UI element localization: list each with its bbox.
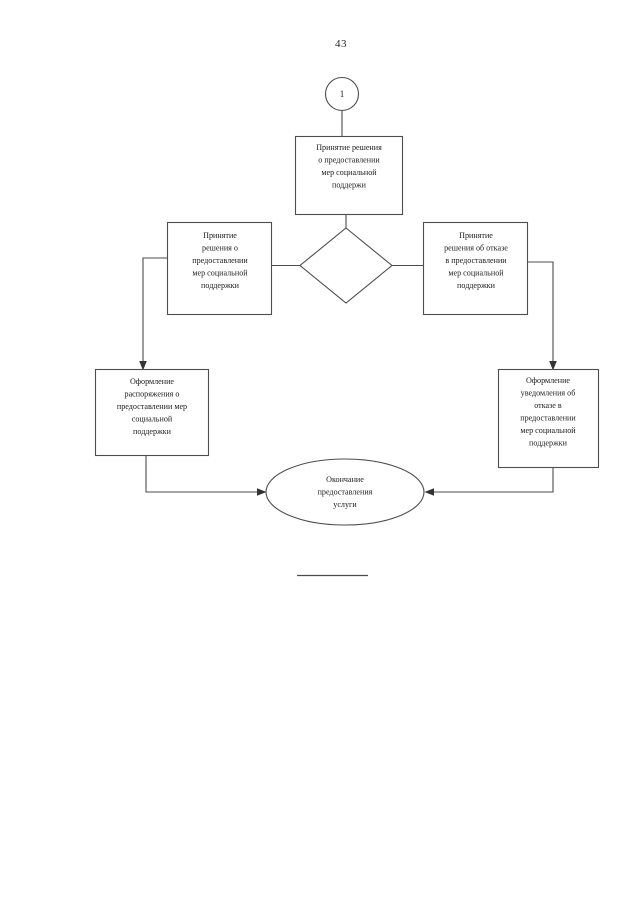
decision-gateway-diamond	[299, 227, 393, 304]
node-decision-grant: Принятие решения о предоставлении мер со…	[166, 221, 273, 316]
node-notice-refusal: Оформление уведомления об отказе в предо…	[497, 368, 600, 469]
edge-path	[145, 455, 258, 493]
decision-making-box	[294, 135, 404, 216]
edge-notice-refusal-to-end	[424, 467, 554, 496]
decision-making-line-3: мер социальной	[321, 168, 377, 177]
arrowhead-right	[257, 488, 267, 496]
edge-path	[142, 257, 168, 362]
decision-making-line-2: о предоставлении	[318, 155, 380, 164]
node-decision-making: Принятие решения о предоставлении мер со…	[294, 135, 404, 216]
arrowhead-down	[549, 361, 557, 371]
order-grant-line-4: социальной	[132, 414, 173, 423]
order-grant-line-2: распоряжения о	[125, 389, 180, 398]
notice-refusal-line-2: уведомления об	[521, 388, 576, 397]
decision-refusal-box	[422, 221, 529, 316]
notice-refusal-line-5: мер социальной	[520, 426, 576, 435]
decision-refusal-line-5: поддержки	[457, 281, 496, 290]
node-order-grant: Оформление распоряжения о предоставлении…	[94, 368, 210, 457]
notice-refusal-line-1: Оформление	[526, 376, 570, 385]
notice-refusal-line-6: поддержки	[529, 438, 568, 447]
edge-decision-grant-to-order-grant	[139, 257, 168, 371]
end-line-3: услуги	[333, 500, 357, 509]
edge-decision-refusal-to-notice-refusal	[527, 261, 557, 371]
edge-path	[527, 261, 554, 362]
end-line-1: Окончание	[326, 475, 364, 484]
decision-making-line-4: поддержи	[332, 180, 367, 189]
notice-refusal-box	[497, 368, 600, 469]
connector-label: 1	[340, 89, 345, 99]
node-decision-refusal: Принятие решения об отказе в предоставле…	[422, 221, 529, 316]
edge-path	[433, 467, 554, 493]
decision-making-line-1: Принятие решения	[316, 143, 382, 152]
arrowhead-down	[139, 361, 147, 371]
page-number: 43	[335, 38, 347, 50]
end-line-2: предоставления	[318, 487, 373, 496]
decision-grant-line-2: решения о	[202, 243, 238, 252]
order-grant-line-1: Оформление	[130, 377, 174, 386]
order-grant-line-3: предоставлении мер	[117, 402, 187, 411]
decision-grant-box	[166, 221, 273, 316]
end-ellipse	[265, 458, 425, 526]
notice-refusal-line-3: отказе в	[534, 401, 562, 410]
decision-refusal-line-4: мер социальной	[448, 268, 504, 277]
decision-refusal-line-1: Принятие	[459, 231, 493, 240]
node-decision-gateway	[299, 227, 393, 304]
order-grant-box	[94, 368, 210, 457]
arrowhead-left	[424, 488, 434, 496]
notice-refusal-line-4: предоставлении	[520, 413, 576, 422]
decision-grant-line-4: мер социальной	[192, 268, 248, 277]
order-grant-line-5: поддержки	[133, 427, 172, 436]
decision-refusal-line-3: в предоставлении	[445, 256, 507, 265]
decision-refusal-line-2: решения об отказе	[444, 243, 508, 252]
decision-grant-line-1: Принятие	[203, 231, 237, 240]
edge-order-grant-to-end	[145, 455, 267, 496]
decision-grant-line-5: поддержки	[201, 281, 240, 290]
node-end: Окончание предоставления услуги	[265, 458, 425, 526]
node-connector-1: 1	[324, 76, 360, 112]
decision-grant-line-3: предоставлении	[192, 256, 248, 265]
